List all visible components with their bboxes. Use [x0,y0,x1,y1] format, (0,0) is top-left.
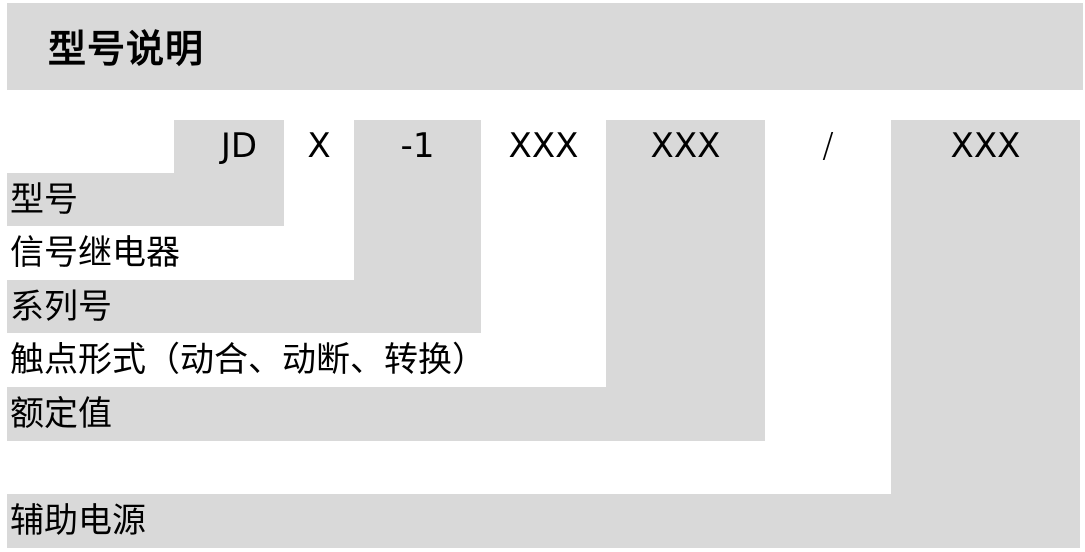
code-segment-aux-power: XXX [950,126,1021,166]
code-segment-jd: JD [220,126,258,166]
code-segment-contact: XXX [508,126,579,166]
code-separator-slash: / [822,126,834,166]
label-series: 系列号 [10,287,112,327]
header-band: 型号说明 [7,3,1083,90]
label-aux-power: 辅助电源 [10,501,146,541]
code-segment-x: X [307,126,331,166]
label-signal-relay: 信号继电器 [10,233,180,273]
row-band-signal-relay [7,226,354,280]
code-segment-rating: XXX [650,126,721,166]
row-band-model [7,173,284,226]
label-model: 型号 [10,180,78,220]
label-rating: 额定值 [10,394,112,434]
row-band-contact-form [7,333,606,387]
row-band-rating [7,387,765,441]
page-title: 型号说明 [48,27,205,71]
label-contact-form: 触点形式（动合、动断、转换） [10,340,486,380]
column-aux-power [891,120,1080,548]
row-band-series [7,280,481,333]
code-segment-series: -1 [400,126,435,166]
row-band-aux-power [7,494,1080,548]
